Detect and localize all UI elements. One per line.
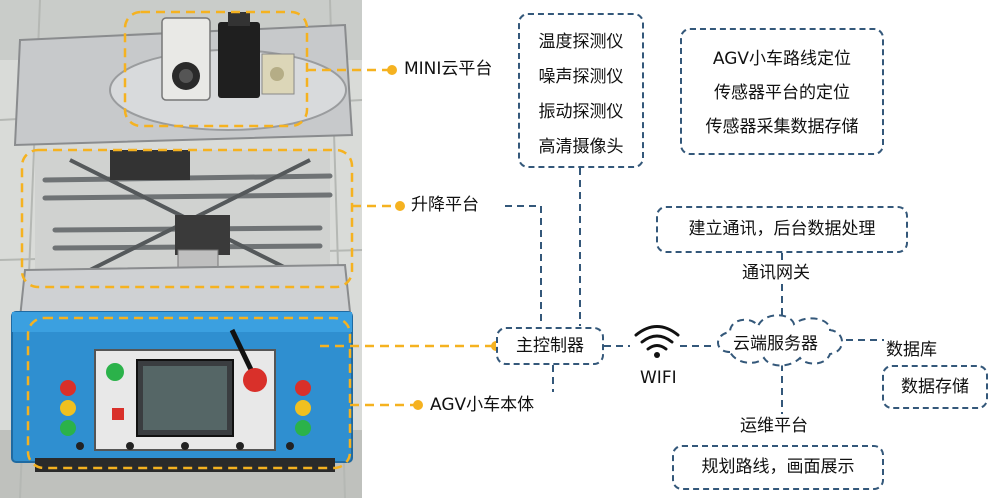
agv-function-item: AGV小车路线定位 xyxy=(712,49,852,69)
agv-body-dot xyxy=(413,400,423,410)
cloud-icon xyxy=(717,314,843,367)
gateway-label: 通讯网关 xyxy=(742,263,810,283)
agv-functions-box: AGV小车路线定位 传感器平台的定位 传感器采集数据存储 xyxy=(680,28,884,155)
ops-platform-box: 规划路线，画面展示 xyxy=(672,445,884,490)
sensor-item: 噪声探测仪 xyxy=(538,67,624,87)
lift-platform-dot xyxy=(395,201,405,211)
main-controller-label: 主控制器 xyxy=(516,336,584,356)
agv-robot-illustration xyxy=(0,0,362,498)
main-controller-box: 主控制器 xyxy=(496,327,604,365)
wifi-label: WIFI xyxy=(640,368,677,388)
cloud-platform-dot xyxy=(387,65,397,75)
gateway-box: 建立通讯，后台数据处理 xyxy=(656,206,908,253)
database-box: 数据存储 xyxy=(882,365,988,409)
ops-platform-function: 规划路线，画面展示 xyxy=(701,457,855,477)
database-function: 数据存储 xyxy=(901,377,969,397)
sensor-item: 温度探测仪 xyxy=(538,32,624,52)
agv-function-item: 传感器采集数据存储 xyxy=(705,117,859,137)
wifi-icon xyxy=(634,325,680,351)
cloud-server-label: 云端服务器 xyxy=(733,334,818,354)
ops-platform-label: 运维平台 xyxy=(740,416,808,436)
agv-function-item: 传感器平台的定位 xyxy=(714,83,850,103)
agv-robot-photo xyxy=(0,0,362,498)
sensor-item: 振动探测仪 xyxy=(538,102,624,122)
lift-platform-label: 升降平台 xyxy=(411,195,479,215)
gateway-function: 建立通讯，后台数据处理 xyxy=(688,219,876,239)
cloud-platform-label: MINI云平台 xyxy=(404,59,493,79)
database-label: 数据库 xyxy=(886,340,937,360)
sensors-box: 温度探测仪 噪声探测仪 振动探测仪 高清摄像头 xyxy=(518,13,644,168)
agv-body-label: AGV小车本体 xyxy=(430,395,535,415)
sensor-item: 高清摄像头 xyxy=(538,137,624,157)
